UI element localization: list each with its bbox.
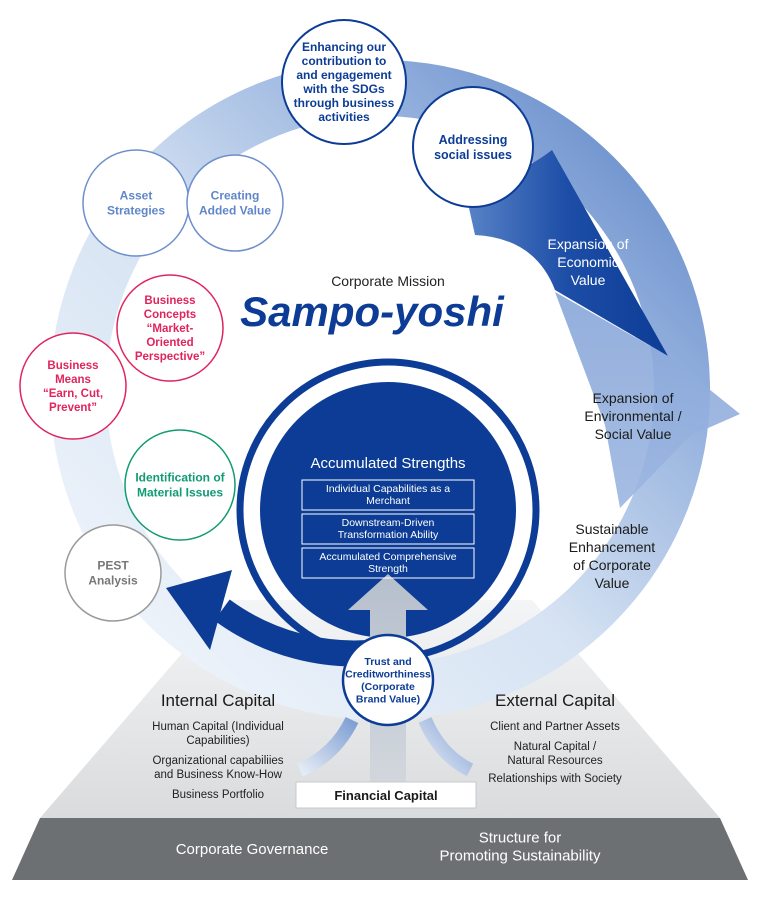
sdgs-line: contribution to [302, 54, 387, 68]
sustainable-line: Sustainable [575, 521, 648, 537]
pest-line: Analysis [88, 574, 138, 588]
economic-value-arrow [465, 150, 668, 356]
added-line: Added Value [199, 204, 271, 218]
economic-line: Expansion of [548, 236, 629, 252]
asset-line: Asset [120, 189, 153, 203]
structure-line: Structure for [479, 829, 562, 846]
social-line: social issues [434, 148, 512, 162]
trust-line: Trust and [364, 656, 411, 668]
sdgs-line: Enhancing our [302, 40, 386, 54]
strength-item-line: Merchant [366, 495, 410, 507]
trust-text: Trust andCreditworthiness(CorporateBrand… [345, 656, 431, 706]
structure-line: Promoting Sustainability [440, 847, 601, 864]
economic-line: Economic [557, 254, 618, 270]
trust-line: Brand Value) [356, 693, 420, 705]
strength-box-1 [301, 479, 475, 511]
added-value-circle [186, 154, 284, 252]
sdgs-line: activities [318, 110, 370, 124]
strength-items: Individual Capabilities as aMerchantDown… [319, 483, 456, 575]
material-issues-circle [124, 429, 236, 541]
external-capital-item: Natural Capital / [514, 741, 597, 753]
social-line: Addressing [439, 133, 508, 147]
financial-capital-label: Financial Capital [334, 788, 437, 803]
added-line: Creating [211, 189, 260, 203]
env-line: Social Value [595, 426, 672, 442]
internal-side-arrow [297, 716, 359, 777]
env-line: Expansion of [593, 390, 674, 406]
asset-line: Strategies [107, 204, 165, 218]
mission-label: Corporate Mission [331, 273, 445, 289]
internal-capital-item: Capabilities) [186, 735, 249, 747]
sdgs-line: through business [294, 96, 395, 110]
strength-item-line: Transformation Ability [338, 529, 439, 541]
environmental-value-text: Expansion of Environmental / Social Value [584, 390, 681, 442]
return-arrowhead [166, 570, 232, 650]
governance-band [12, 818, 748, 880]
mission-title: Sampo-yoshi [240, 288, 505, 335]
means-line: Prevent” [49, 402, 97, 414]
strengths-title: Accumulated Strengths [310, 455, 465, 472]
strength-box-3 [301, 547, 475, 579]
trust-line: Creditworthiness [345, 668, 431, 680]
concepts-line: Perspective” [135, 351, 205, 363]
material-line: Material Issues [137, 486, 223, 500]
trust-circle [341, 633, 435, 727]
sdgs-circle [281, 19, 407, 145]
sustainable-line: Enhancement [569, 539, 656, 555]
concepts-line: Business [144, 295, 195, 307]
external-capital-item: Relationships with Society [488, 773, 622, 785]
external-capital-item: Natural Resources [507, 755, 602, 767]
business-concepts-circle [116, 274, 224, 382]
external-capital-title: External Capital [495, 691, 615, 710]
sustainable-line: Value [595, 575, 630, 591]
external-capital-item: Client and Partner Assets [490, 721, 620, 733]
environmental-value-arrow [555, 292, 740, 508]
economic-line: Value [571, 272, 606, 288]
internal-capital-item: Human Capital (Individual [152, 721, 284, 733]
strength-item-line: Individual Capabilities as a [326, 483, 450, 495]
internal-capital-item: Business Portfolio [172, 789, 264, 801]
trust-line: (Corporate [361, 681, 415, 693]
env-line: Environmental / [584, 408, 681, 424]
corporate-governance-label: Corporate Governance [176, 841, 329, 858]
financial-capital-box [295, 781, 477, 809]
strength-item-line: Strength [368, 563, 408, 575]
material-line: Identification of [135, 471, 225, 485]
concepts-line: Oriented [146, 337, 193, 349]
business-means-circle [19, 332, 127, 440]
social-issues-circle [412, 86, 534, 208]
external-side-arrow [418, 717, 474, 777]
internal-capital-item: Organizational capabiliies [152, 755, 283, 767]
sdgs-line: with the SDGs [302, 82, 385, 96]
means-line: Business [47, 360, 98, 372]
sdgs-line: and engagement [296, 68, 391, 82]
strength-box-2 [301, 513, 475, 545]
internal-capital-item: and Business Know-How [154, 769, 283, 781]
pest-circle [64, 524, 162, 622]
concepts-line: Concepts [144, 309, 196, 321]
strength-item-line: Accumulated Comprehensive [319, 551, 456, 563]
means-line: “Earn, Cut, [43, 388, 103, 400]
concepts-line: “Market- [147, 323, 194, 335]
pest-line: PEST [97, 559, 129, 573]
internal-capital-title: Internal Capital [161, 691, 275, 710]
means-line: Means [55, 374, 91, 386]
strength-item-line: Downstream-Driven [342, 517, 435, 529]
sustainable-line: of Corporate [573, 557, 651, 573]
